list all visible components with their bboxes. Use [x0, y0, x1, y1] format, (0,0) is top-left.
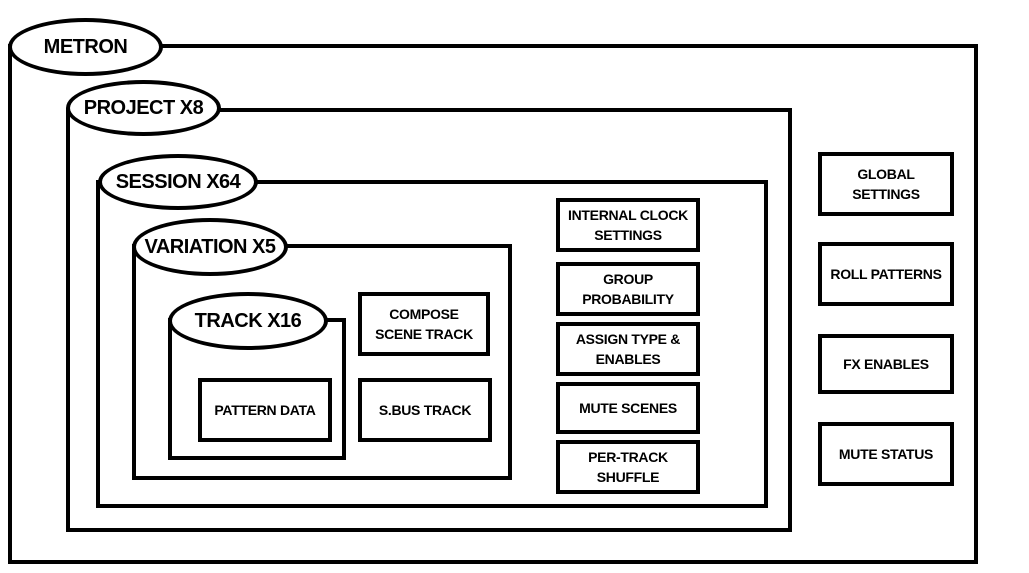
pattern-data-box: PATTERN DATA [198, 378, 332, 442]
variation-frame [132, 244, 512, 480]
global-settings-label: GLOBAL SETTINGS [852, 166, 920, 202]
per-track-shuffle-label: PER-TRACK SHUFFLE [588, 449, 668, 485]
roll-patterns-box: ROLL PATTERNS [818, 242, 954, 306]
assign-type-enables-box: ASSIGN TYPE & ENABLES [556, 322, 700, 376]
group-probability-label: GROUP PROBABILITY [582, 271, 674, 307]
variation-label: VARIATION X5 [132, 218, 288, 276]
project-label: PROJECT X8 [66, 80, 221, 136]
compose-scene-track-label: COMPOSE SCENE TRACK [375, 306, 473, 342]
mute-status-label: MUTE STATUS [838, 446, 934, 462]
project-frame [66, 108, 792, 532]
mute-scenes-box: MUTE SCENES [556, 382, 700, 434]
session-frame [96, 180, 768, 508]
metron-frame [8, 44, 978, 564]
roll-patterns-label: ROLL PATTERNS [830, 266, 942, 282]
track-label: TRACK X16 [168, 292, 328, 350]
sbus-track-label: S.BUS TRACK [378, 402, 472, 418]
sbus-track-box: S.BUS TRACK [358, 378, 492, 442]
mute-scenes-label: MUTE SCENES [579, 400, 677, 416]
global-settings-box: GLOBAL SETTINGS [818, 152, 954, 216]
fx-enables-box: FX ENABLES [818, 334, 954, 394]
internal-clock-settings-box: INTERNAL CLOCK SETTINGS [556, 198, 700, 252]
session-label: SESSION X64 [98, 154, 258, 210]
mute-status-box: MUTE STATUS [818, 422, 954, 486]
compose-scene-track-box: COMPOSE SCENE TRACK [358, 292, 490, 356]
metron-label: METRON [8, 18, 163, 76]
fx-enables-label: FX ENABLES [843, 356, 929, 372]
pattern-data-label: PATTERN DATA [214, 402, 316, 418]
assign-type-enables-label: ASSIGN TYPE & ENABLES [575, 331, 681, 367]
per-track-shuffle-box: PER-TRACK SHUFFLE [556, 440, 700, 494]
group-probability-box: GROUP PROBABILITY [556, 262, 700, 316]
internal-clock-settings-label: INTERNAL CLOCK SETTINGS [568, 207, 688, 243]
